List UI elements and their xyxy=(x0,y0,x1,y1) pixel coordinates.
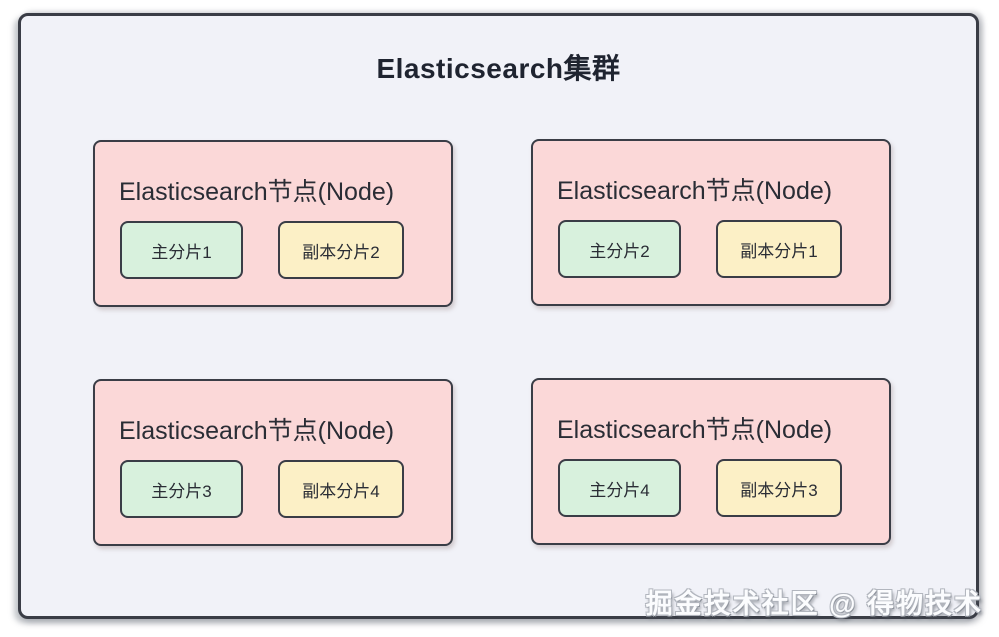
node-box-2: Elasticsearch节点(Node) 主分片2 副本分片1 xyxy=(531,139,891,306)
shard-label: 主分片1 xyxy=(151,242,212,262)
replica-shard: 副本分片2 xyxy=(278,221,404,279)
node-box-4: Elasticsearch节点(Node) 主分片4 副本分片3 xyxy=(531,378,891,545)
node-box-1: Elasticsearch节点(Node) 主分片1 副本分片2 xyxy=(93,140,453,307)
shard-label: 主分片4 xyxy=(589,480,650,500)
shard-label: 副本分片2 xyxy=(302,242,380,262)
node-title: Elasticsearch节点(Node) xyxy=(557,416,833,444)
shard-label: 主分片2 xyxy=(589,241,650,261)
primary-shard: 主分片2 xyxy=(558,220,681,278)
node-box-3: Elasticsearch节点(Node) 主分片3 副本分片4 xyxy=(93,379,453,546)
replica-shard: 副本分片4 xyxy=(278,460,404,518)
shard-label: 副本分片1 xyxy=(740,241,818,261)
node-title: Elasticsearch节点(Node) xyxy=(557,177,833,205)
primary-shard: 主分片1 xyxy=(120,221,243,279)
shard-label: 副本分片4 xyxy=(302,481,380,501)
replica-shard: 副本分片1 xyxy=(716,220,842,278)
shard-label: 副本分片3 xyxy=(740,480,818,500)
shard-label: 主分片3 xyxy=(151,481,212,501)
node-title: Elasticsearch节点(Node) xyxy=(119,178,395,206)
cluster-frame: Elasticsearch集群 Elasticsearch节点(Node) 主分… xyxy=(18,13,979,619)
replica-shard: 副本分片3 xyxy=(716,459,842,517)
primary-shard: 主分片3 xyxy=(120,460,243,518)
node-title: Elasticsearch节点(Node) xyxy=(119,417,395,445)
primary-shard: 主分片4 xyxy=(558,459,681,517)
watermark: 掘金技术社区 @ 得物技术 xyxy=(645,589,983,619)
cluster-title: Elasticsearch集群 xyxy=(376,53,621,84)
